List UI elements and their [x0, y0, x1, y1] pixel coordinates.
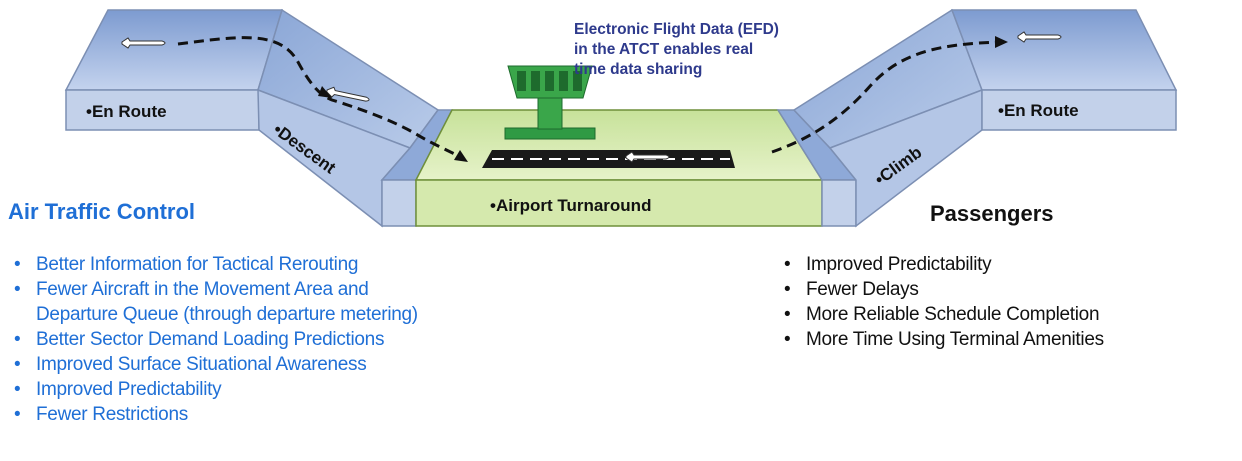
atc-benefit-item: Improved Surface Situational Awareness: [10, 352, 418, 377]
atc-benefits-list: Better Information for Tactical Reroutin…: [10, 252, 418, 427]
airplane-icon-descending: [326, 86, 370, 102]
airport-top: [414, 109, 824, 181]
atc-benefit-item-continuation: Departure Queue (through departure meter…: [36, 304, 418, 325]
en-route-left-top: [64, 9, 284, 91]
en-route-right-face: [981, 89, 1177, 131]
atc-benefit-item: Better Sector Demand Loading Predictions: [10, 327, 418, 352]
connector-right-face: [821, 179, 857, 227]
runway: [482, 150, 735, 168]
flight-path-descent: [177, 36, 463, 160]
passenger-benefit-item: More Reliable Schedule Completion: [780, 302, 1104, 327]
airplane-icon-cruise-left: [121, 37, 166, 49]
airplane-icon-runway: [625, 151, 670, 163]
atc-benefit-item: Improved Predictability: [10, 377, 418, 402]
en-route-left-label: •En Route: [86, 102, 167, 121]
en-route-right-label: •En Route: [998, 101, 1079, 120]
atc-benefit-item: Fewer Restrictions: [10, 402, 418, 427]
efd-line-1: Electronic Flight Data (EFD): [574, 21, 779, 38]
airplane-icon-cruise-right: [1017, 31, 1062, 43]
passenger-benefit-item: More Time Using Terminal Amenities: [780, 327, 1104, 352]
atc-benefit-item: Better Information for Tactical Reroutin…: [10, 252, 418, 277]
airport-turnaround-label: •Airport Turnaround: [490, 196, 651, 215]
atc-benefit-item: Fewer Aircraft in the Movement Area and: [10, 277, 418, 302]
arrowhead-climb: [995, 36, 1008, 48]
control-tower-icon: [504, 65, 596, 140]
efd-line-3: time data sharing: [574, 61, 703, 78]
passengers-heading: Passengers: [930, 201, 1054, 226]
efd-annotation: Electronic Flight Data (EFD) in the ATCT…: [574, 20, 874, 80]
airport-face: [415, 179, 823, 227]
connector-left-face: [381, 179, 417, 227]
atc-heading: Air Traffic Control: [8, 199, 196, 224]
passenger-benefit-item: Fewer Delays: [780, 277, 1104, 302]
arrowhead-descent: [454, 150, 468, 162]
en-route-right-top: [950, 9, 1178, 91]
passenger-benefits-list: Improved Predictability Fewer Delays Mor…: [780, 252, 1104, 352]
climb-slope-face: [828, 88, 983, 228]
flight-path-climb: [771, 40, 1001, 154]
arrowhead-approach: [318, 86, 332, 98]
efd-line-2: in the ATCT enables real: [574, 41, 754, 58]
passenger-benefit-item: Improved Predictability: [780, 252, 1104, 277]
